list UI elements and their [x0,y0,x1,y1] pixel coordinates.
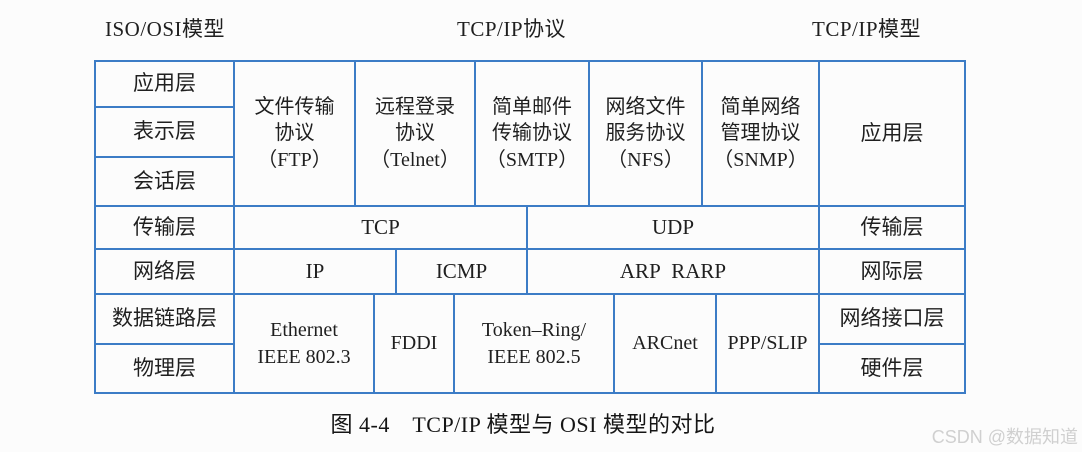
cell-osi-datalink-layer: 数据链路层 [96,295,235,345]
cell-protocol-udp: UDP [528,207,820,250]
header-tcpip-model-label: TCP/IP模型 [812,17,922,41]
cell-osi-application-layer: 应用层 [96,62,235,108]
cell-osi-session-layer: 会话层 [96,158,235,207]
cell-protocol-tcp: TCP [235,207,528,250]
cell-osi-physical-layer: 物理层 [96,345,235,392]
cell-osi-presentation-layer: 表示层 [96,108,235,158]
cell-protocol-nfs: 网络文件 服务协议 （NFS） [590,62,703,207]
cell-tcpip-internet-layer: 网际层 [820,250,964,295]
cell-protocol-arcnet: ARCnet [615,295,717,392]
cell-protocol-smtp: 简单邮件 传输协议 （SMTP） [476,62,590,207]
cell-tcpip-network-interface-layer: 网络接口层 [820,295,964,345]
watermark: CSDN @数据知道 [931,427,1078,447]
cell-protocol-ppp-slip: PPP/SLIP [717,295,820,392]
header-tcpip-protocols-label: TCP/IP协议 [457,17,567,41]
cell-tcpip-transport-layer: 传输层 [820,207,964,250]
cell-protocol-ethernet: Ethernet IEEE 802.3 [235,295,375,392]
figure-caption: 图 4-4 TCP/IP 模型与 OSI 模型的对比 [330,412,716,437]
cell-protocol-snmp: 简单网络 管理协议 （SNMP） [703,62,820,207]
cell-protocol-token-ring: Token–Ring/ IEEE 802.5 [455,295,615,392]
cell-osi-network-layer: 网络层 [96,250,235,295]
cell-protocol-ip: IP [235,250,397,295]
cell-protocol-telnet: 远程登录 协议 （Telnet） [356,62,476,207]
header-osi-model-label: ISO/OSI模型 [105,17,226,41]
cell-protocol-fddi: FDDI [375,295,455,392]
cell-tcpip-hardware-layer: 硬件层 [860,355,924,380]
cell-protocol-ftp: 文件传输 协议 （FTP） [235,62,356,207]
cell-tcpip-application-layer: 应用层 [820,62,964,207]
cell-protocol-arp-rarp: ARP RARP [528,250,820,295]
cell-osi-transport-layer: 传输层 [96,207,235,250]
comparison-table: 应用层 表示层 会话层 文件传输 协议 （FTP） 远程登录 协议 （Telne… [94,60,966,394]
cell-protocol-icmp: ICMP [397,250,528,295]
